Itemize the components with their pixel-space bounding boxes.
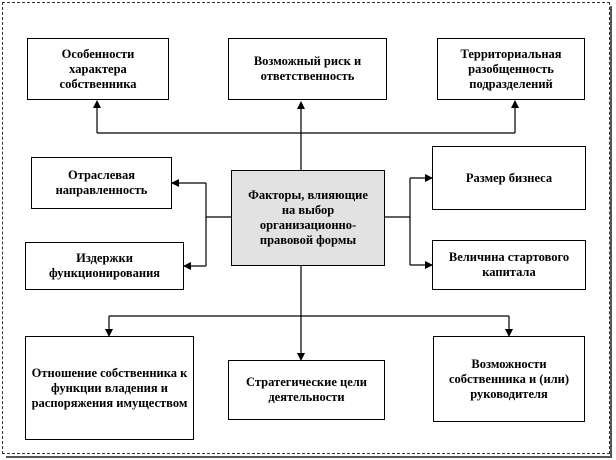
box-industry: Отраслевая направленность [31, 157, 172, 209]
box-owner-features: Особенности характера собственника [27, 38, 169, 100]
box-business-size: Размер бизнеса [432, 146, 586, 210]
box-capabilities: Возможности собственника и (или) руковод… [433, 336, 585, 422]
box-start-capital: Величина стартового капитала [432, 240, 586, 290]
box-strategic-goals: Стратегические цели деятельности [228, 360, 385, 420]
box-center-factors: Факторы, влияющие на выбор организационн… [231, 170, 385, 266]
box-risk: Возможный риск и ответственность [228, 38, 387, 100]
box-territorial: Территориальная разобщенность подразделе… [437, 38, 585, 100]
box-attitude: Отношение собственника к функции владени… [25, 336, 194, 440]
diagram-frame [2, 2, 610, 454]
frame-shadow [6, 6, 612, 458]
box-costs: Издержки функционирования [25, 242, 184, 290]
